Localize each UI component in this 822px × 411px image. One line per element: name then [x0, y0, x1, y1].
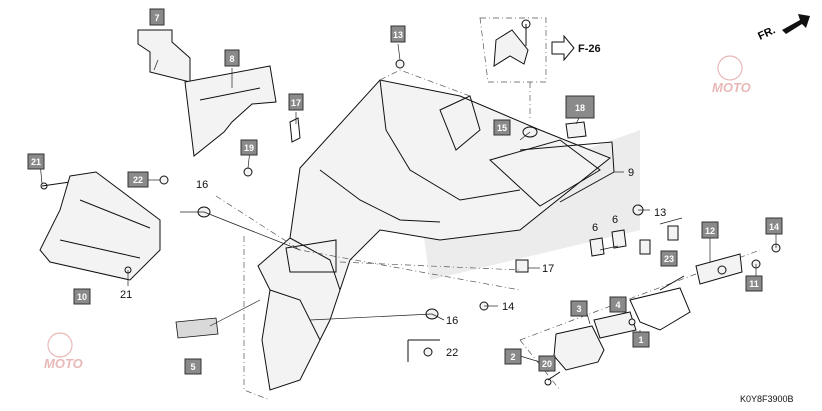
svg-text:18: 18	[575, 103, 585, 113]
callout-17: 17	[288, 93, 304, 111]
svg-text:10: 10	[77, 292, 87, 302]
callout-8: 8	[224, 49, 240, 67]
callout-6-plain-b: 6	[612, 214, 618, 226]
callout-18: 18	[565, 95, 595, 119]
callout-21-plain: 21	[120, 289, 132, 301]
callout-15: 15	[493, 119, 511, 136]
svg-text:19: 19	[244, 143, 254, 153]
part-23-clip	[639, 225, 679, 255]
front-direction-arrow: FR.	[756, 14, 810, 43]
svg-text:14: 14	[769, 222, 779, 232]
callout-10: 10	[73, 288, 91, 305]
svg-text:5: 5	[190, 362, 195, 372]
watermark-top-right: MOTO	[712, 55, 751, 95]
svg-text:12: 12	[705, 226, 715, 236]
part-19-nut	[243, 167, 253, 177]
callout-14-plain: 14	[502, 301, 514, 313]
callout-22: 22	[127, 171, 149, 188]
reference-label: F-26	[578, 43, 601, 55]
direction-label: FR.	[756, 24, 777, 42]
callout-6-plain: 6	[592, 222, 598, 234]
callout-23: 23	[660, 250, 678, 267]
top-bracket	[479, 17, 547, 83]
callout-1: 1	[632, 331, 650, 348]
part-5-reflector	[175, 317, 219, 339]
part-21-screw	[40, 181, 71, 190]
callout-9-plain: 9	[628, 167, 634, 179]
part-22-nut-lower	[407, 339, 440, 362]
part-9-bracket	[519, 141, 615, 203]
diagram-code: K0Y8F3900B	[740, 394, 794, 404]
license-light-assembly	[519, 249, 761, 391]
rear-fender-body	[257, 79, 611, 391]
svg-text:11: 11	[749, 279, 759, 289]
svg-text:23: 23	[664, 254, 674, 264]
callout-22-plain: 22	[446, 347, 458, 359]
part-8-cover-panel	[184, 65, 277, 157]
part-18-block	[565, 121, 587, 139]
svg-text:17: 17	[291, 98, 301, 108]
svg-text:2: 2	[510, 352, 515, 362]
svg-text:20: 20	[542, 359, 552, 369]
part-13-bolt	[395, 59, 405, 69]
svg-text:13: 13	[393, 30, 403, 40]
callout-20: 20	[538, 355, 556, 372]
svg-text:15: 15	[497, 123, 507, 133]
svg-text:22: 22	[133, 175, 143, 185]
callout-19: 19	[240, 139, 258, 156]
callout-21: 21	[27, 153, 45, 170]
svg-text:8: 8	[229, 54, 234, 64]
callout-12: 12	[701, 221, 719, 239]
callout-7: 7	[149, 8, 165, 26]
callout-2: 2	[504, 348, 522, 365]
callout-17-plain: 17	[542, 263, 554, 275]
part-17-clip-lower	[515, 259, 529, 273]
part-22-nut	[159, 175, 169, 185]
callout-16-plain-b: 16	[446, 315, 458, 327]
callout-4: 4	[609, 296, 627, 313]
callout-16-plain: 16	[196, 179, 208, 191]
watermark-text: MOTO	[712, 80, 751, 95]
svg-text:1: 1	[638, 335, 643, 345]
callout-3: 3	[570, 300, 588, 317]
svg-text:4: 4	[615, 300, 620, 310]
svg-text:7: 7	[154, 13, 159, 23]
part-17-clip	[289, 117, 301, 143]
part-7-plate	[137, 29, 191, 83]
f26-arrow: F-26	[551, 34, 601, 62]
callout-14: 14	[765, 217, 783, 235]
part-6-clip	[589, 229, 627, 257]
svg-text:21: 21	[31, 157, 41, 167]
callout-11: 11	[745, 275, 763, 292]
watermark-text: MOTO	[44, 356, 83, 371]
part-10-side-cover	[39, 171, 161, 281]
watermark-bottom-left: MOTO	[44, 332, 83, 371]
svg-text:3: 3	[576, 304, 581, 314]
callout-13-plain: 13	[654, 207, 666, 219]
callout-13: 13	[390, 25, 406, 43]
callout-5: 5	[184, 358, 202, 375]
